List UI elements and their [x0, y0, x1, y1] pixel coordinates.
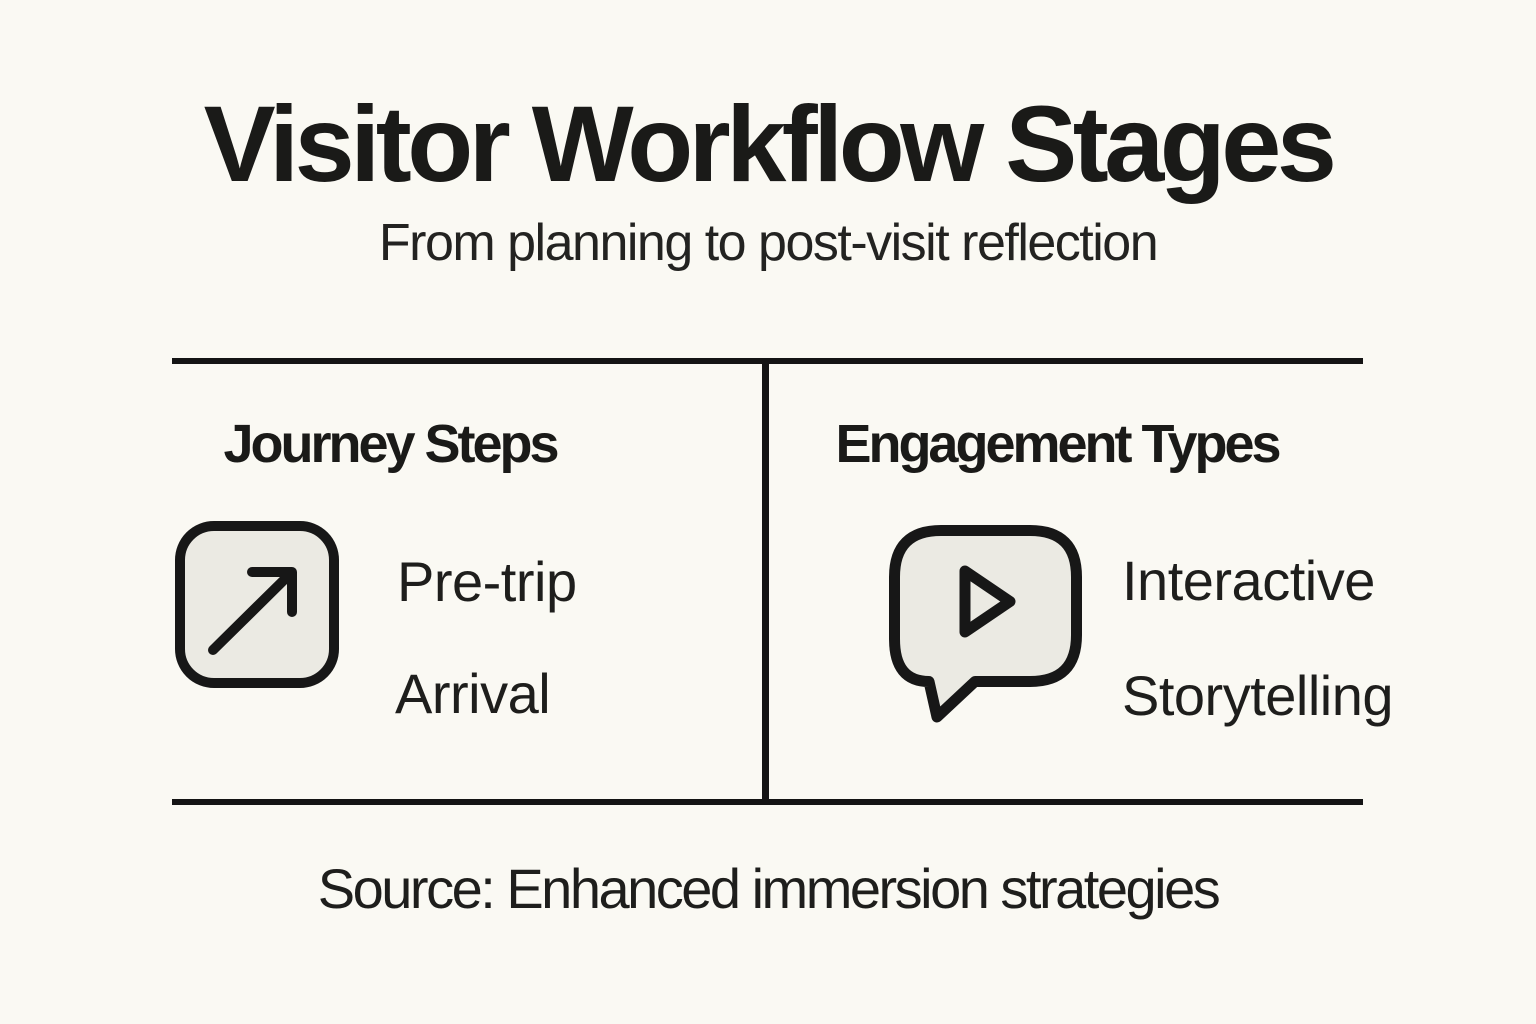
- page-subtitle: From planning to post-visit reflection: [378, 214, 1159, 272]
- column-heading-engagement-types: Engagement Types: [835, 414, 1281, 474]
- page-title: Visitor Workflow Stages: [203, 83, 1337, 204]
- arrow-up-right-icon: [175, 521, 339, 688]
- column-divider-line: [762, 360, 769, 802]
- engagement-type-storytelling: Storytelling: [1122, 664, 1394, 727]
- column-heading-journey-steps: Journey Steps: [223, 414, 559, 474]
- source-note: Source: Enhanced immersion strategies: [317, 857, 1221, 920]
- journey-step-arrival: Arrival: [395, 662, 551, 725]
- journey-step-pre-trip: Pre-trip: [397, 550, 577, 613]
- engagement-type-interactive: Interactive: [1122, 549, 1375, 612]
- speech-bubble-play-icon: [889, 525, 1083, 725]
- bottom-divider-line: [172, 799, 1363, 805]
